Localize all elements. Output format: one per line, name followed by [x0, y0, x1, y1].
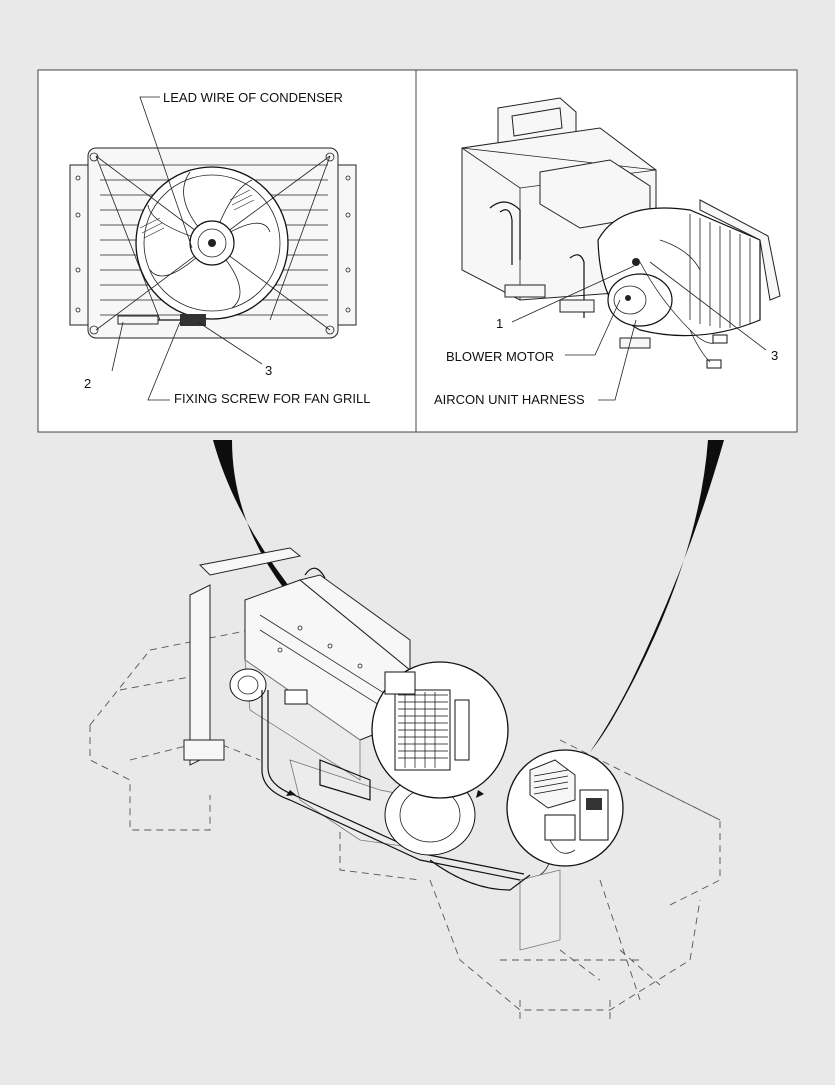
aircon-harness-label: AIRCON UNIT HARNESS — [434, 392, 585, 407]
callout-3-left-label: 3 — [265, 363, 272, 378]
lead-wire-label: LEAD WIRE OF CONDENSER — [163, 90, 343, 105]
callout-3-right-label: 3 — [771, 348, 778, 363]
detail-pointers — [213, 440, 724, 752]
left-leaders — [111, 96, 263, 401]
condenser-fan-icon — [69, 147, 357, 339]
fixing-screw-label: FIXING SCREW FOR FAN GRILL — [174, 391, 370, 406]
callout-2-label: 2 — [84, 376, 91, 391]
callout-labels: LEAD WIRE OF CONDENSER 2 3 FIXING SCREW … — [84, 90, 778, 407]
blower-motor-label: BLOWER MOTOR — [446, 349, 554, 364]
callout-1-label: 1 — [496, 316, 503, 331]
blower-unit-icon — [461, 97, 781, 369]
machine-overview-icon — [89, 547, 721, 1020]
right-leaders — [511, 261, 767, 401]
